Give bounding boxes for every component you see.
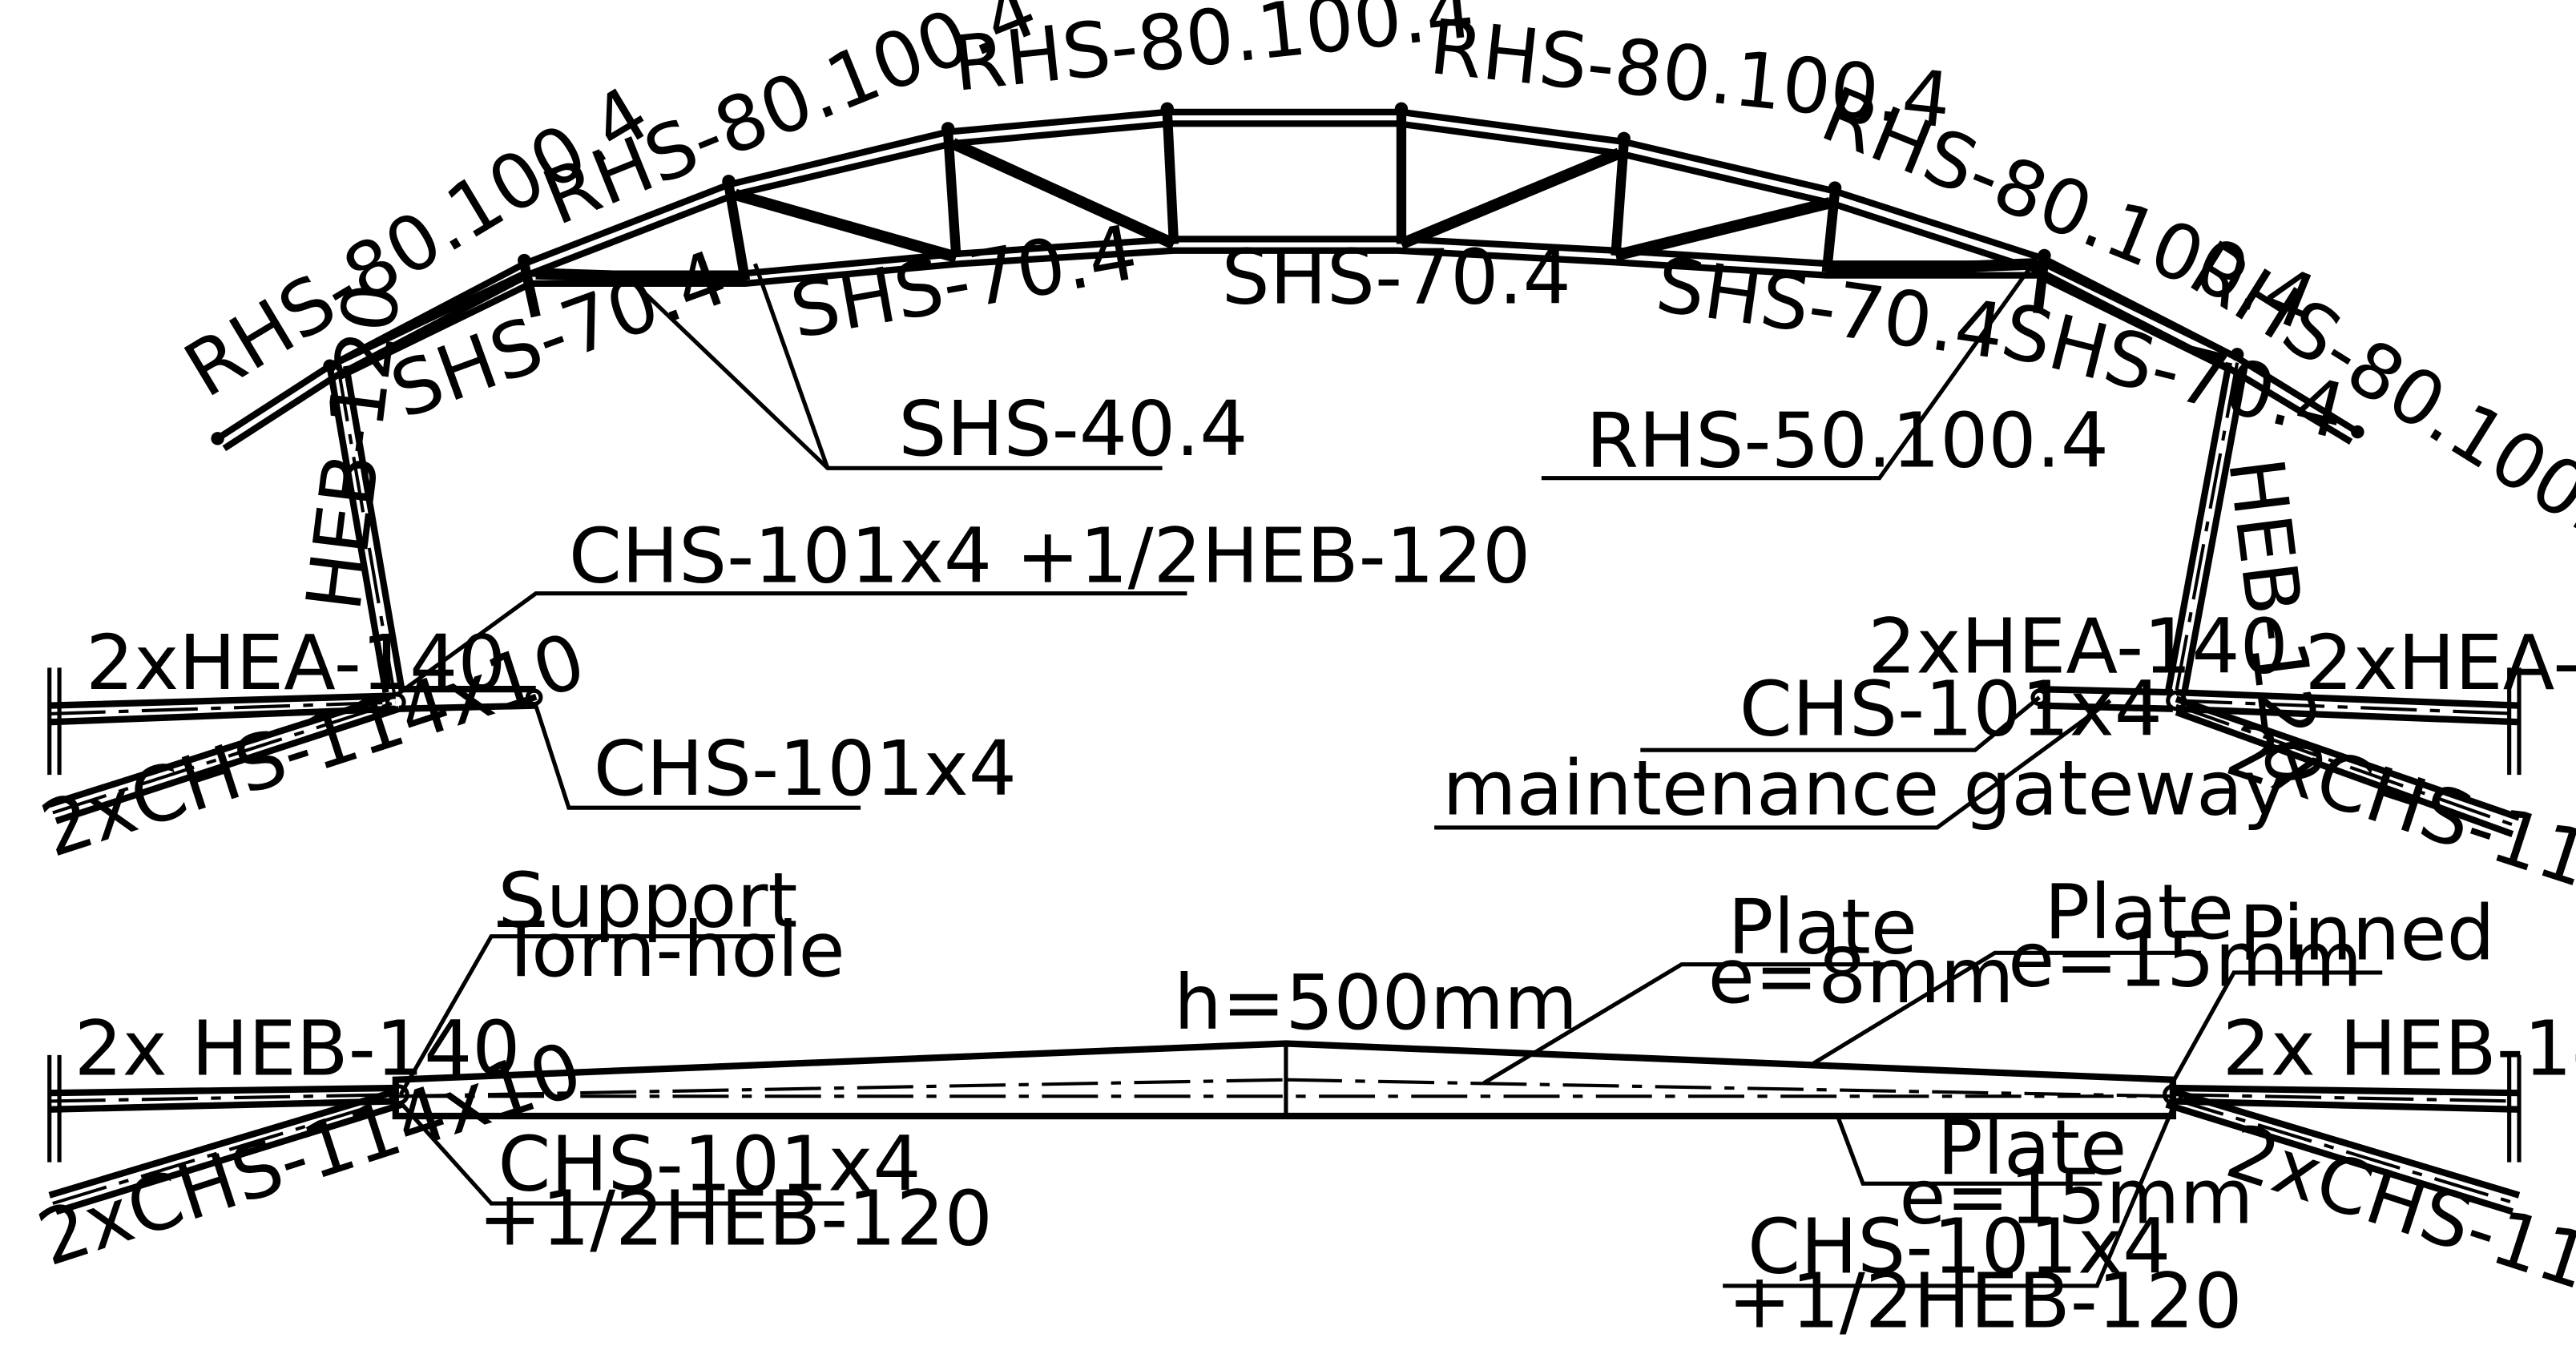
right-node-label-1: CHS-101x4 [1748,1203,2171,1291]
left-node-label-2: +1/2HEB-120 [478,1175,993,1263]
right-column-heb120 [2164,361,2249,693]
maintenance-label: maintenance gateway [1442,744,2288,832]
right-beam-label-outer: 2xHEA-140 [2305,619,2576,707]
plate-mid-title: Plate [1727,883,1917,971]
left-node-label: CHS-101x4 +1/2HEB-120 [569,512,1531,600]
bottom-chord-label-2: SHS-70.4 [784,208,1144,356]
right-stub-label: CHS-101x4 [1740,666,2163,754]
right-beam-label: 2x HEB-140 [2223,1005,2576,1094]
bottom-leaders [398,934,2383,1288]
node-bolts [211,102,2364,445]
bottom-chord-label-3: SHS-70.4 [1222,234,1571,322]
height-label: h=500mm [1174,959,1578,1047]
plate-bottom-title: Plate [1937,1104,2127,1192]
right-brace-label: 2xCHS-114x10 [2217,1107,2576,1354]
diagonal-label: SHS-40.4 [898,385,1248,473]
top-chord-label-3: RHS-80.100.4 [949,0,1477,109]
left-base [47,667,543,824]
top-chord-inner [222,120,2353,452]
right-node-label-2: +1/2HEB-120 [1727,1257,2242,1345]
arched-truss-elevation: RHS-80.100.4 RHS-80.100.4 RHS-80.100.4 R… [31,0,2576,964]
plate-right-thickness: e=15mm [2008,916,2362,1004]
end-diagonal-label: RHS-50.100.4 [1586,397,2108,485]
plate-right-title: Plate [2044,868,2234,957]
support-label: Support [498,856,797,945]
torn-hole-label: Torn-hole [497,906,845,994]
left-beam-label: 2x HEB-140 [75,1005,521,1094]
left-supports [47,1054,409,1215]
left-beam-label: 2xHEA-140 [86,619,506,707]
bottom-chord-inner [337,247,2231,381]
truss-verticals [519,111,2050,318]
left-stub-label: CHS-101x4 [594,725,1017,813]
pinned-label: Pinned [2239,890,2494,978]
plate-bottom-thickness: e=15mm [1899,1154,2253,1242]
right-beam-label-inner: 2xHEA-140 [1868,603,2288,691]
right-supports [2163,1054,2522,1215]
top-chord [216,108,2360,441]
left-node-label-1: CHS-101x4 [498,1121,921,1209]
truss-diagonals [535,138,2038,286]
beam-elevation: Support Torn-hole h=500mm Plate e=8mm Pl… [28,856,2576,1354]
plate-mid-thickness: e=8mm [1708,933,2014,1021]
right-base [2030,667,2522,838]
left-column-heb120 [326,365,406,693]
top-leaders [394,262,2112,830]
